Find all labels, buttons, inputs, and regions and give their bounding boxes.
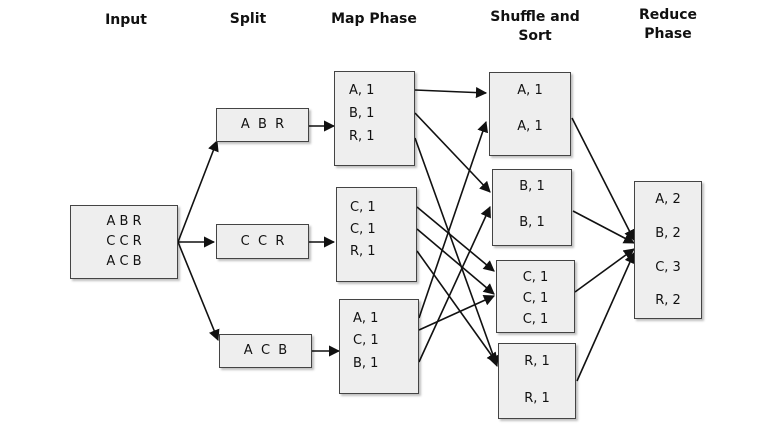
arrow-map2-c-to-shuffle-c-2: [416, 228, 495, 295]
shuffle-box-r: R, 1 R, 1: [498, 343, 576, 419]
split-box-3: A C B: [219, 334, 312, 368]
arrow-map3-c-to-shuffle-c: [418, 295, 496, 331]
shuffle-line: C, 1: [522, 312, 549, 327]
map-box-3: A, 1 C, 1 B, 1: [339, 299, 419, 394]
arrow-map1-r-to-shuffle-r: [414, 137, 499, 368]
header-reduce-line-1: Reduce: [638, 7, 698, 23]
header-reduce-phase: Reduce Phase: [618, 6, 718, 44]
map-line: C, 1: [353, 333, 379, 348]
header-reduce-line-2: Phase: [644, 26, 692, 42]
arrow-map2-r-to-shuffle-r: [416, 250, 498, 364]
split-line: A C B: [243, 343, 288, 358]
map-line: R, 1: [349, 129, 375, 144]
shuffle-line: B, 1: [519, 179, 545, 194]
reduce-line: A, 2: [655, 192, 681, 207]
arrow-input-to-split-1: [177, 139, 219, 243]
shuffle-line: A, 1: [517, 83, 543, 98]
shuffle-line: C, 1: [522, 270, 549, 285]
reduce-box: A, 2 B, 2 C, 3 R, 2: [634, 181, 702, 319]
arrow-map2-c-to-shuffle-c-1: [416, 206, 495, 272]
split-line: C C R: [240, 234, 285, 249]
reduce-line: B, 2: [655, 226, 681, 241]
arrow-shuffle-c-to-reduce: [574, 248, 635, 293]
header-shuffle-and-sort: Shuffle and Sort: [470, 8, 600, 46]
map-line: C, 1: [350, 200, 376, 215]
arrow-shuffle-b-to-reduce: [572, 210, 635, 244]
shuffle-box-b: B, 1 B, 1: [492, 169, 572, 246]
shuffle-line: A, 1: [517, 119, 543, 134]
header-map-phase: Map Phase: [331, 11, 417, 27]
input-box: A B R C C R A C B: [70, 205, 178, 279]
header-shuffle-line-1: Shuffle and: [490, 9, 580, 25]
map-line: A, 1: [353, 311, 379, 326]
header-shuffle-line-2: Sort: [518, 28, 552, 44]
shuffle-line: B, 1: [519, 215, 545, 230]
arrow-map1-a-to-shuffle-a: [414, 86, 488, 99]
arrow-map3-b-to-shuffle-b: [418, 205, 491, 363]
shuffle-box-c: C, 1 C, 1 C, 1: [496, 260, 575, 333]
input-line: A B R: [106, 214, 142, 229]
arrow-map3-a-to-shuffle-a: [418, 120, 489, 319]
shuffle-box-a: A, 1 A, 1: [489, 72, 571, 156]
map-line: B, 1: [349, 106, 375, 121]
input-line: C C R: [106, 234, 142, 249]
split-box-2: C C R: [216, 224, 309, 259]
reduce-line: R, 2: [655, 293, 681, 308]
arrow-map1-b-to-shuffle-b: [414, 112, 491, 193]
shuffle-line: C, 1: [522, 291, 549, 306]
split-line: A B R: [240, 117, 285, 132]
arrow-shuffle-a-to-reduce: [571, 117, 635, 241]
shuffle-line: R, 1: [524, 391, 550, 406]
header-split: Split: [229, 11, 267, 27]
input-line: A C B: [106, 254, 142, 269]
header-input: Input: [105, 12, 147, 28]
map-line: C, 1: [350, 222, 376, 237]
arrow-shuffle-r-to-reduce: [576, 251, 636, 382]
shuffle-line: R, 1: [524, 354, 550, 369]
map-box-1: A, 1 B, 1 R, 1: [334, 71, 415, 166]
map-line: A, 1: [349, 83, 375, 98]
reduce-line: C, 3: [655, 260, 681, 275]
map-line: B, 1: [353, 356, 379, 371]
map-box-2: C, 1 C, 1 R, 1: [336, 187, 417, 282]
split-box-1: A B R: [216, 108, 309, 142]
arrow-input-to-split-3: [177, 241, 220, 342]
map-line: R, 1: [350, 244, 376, 259]
